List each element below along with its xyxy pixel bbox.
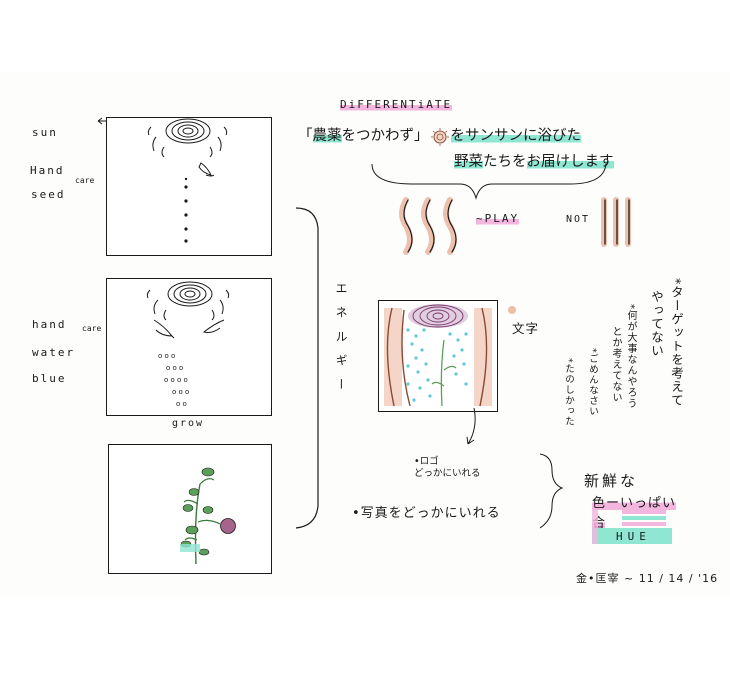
- headline-l1-c: をつかわず: [341, 128, 415, 144]
- note-target-2: やってない: [649, 290, 664, 358]
- fresh-line2-text: 色ーいっぱい: [592, 496, 677, 511]
- headline-l1-a: 「: [298, 128, 313, 144]
- logo-arrow: [466, 407, 476, 445]
- moji-label: 文字: [512, 321, 540, 336]
- straight-lines: [601, 197, 631, 247]
- svg-text:o o o: o o o: [166, 364, 183, 372]
- headline-l1-e: をサンサンに浴びた: [450, 128, 581, 144]
- note-important-2: とか考えてない: [610, 326, 621, 403]
- signature: 金•匡宰 ~ 11 / 14 / '16: [576, 572, 719, 585]
- svg-text:o o o o: o o o o: [164, 376, 188, 384]
- label-hand-2: hand: [32, 318, 67, 331]
- logo-sketch-drawing: [384, 304, 492, 407]
- note-fun: *たのしかった: [563, 358, 574, 427]
- headline-l1-d: 」: [414, 128, 429, 144]
- panel3-plant-drawing: [180, 467, 236, 565]
- hue-stripes: [592, 508, 672, 544]
- label-water: water: [32, 346, 76, 359]
- not-label: NOT: [566, 214, 591, 225]
- moji-dot: [508, 306, 516, 314]
- title-differentiate: DiFFERENTiATE: [340, 98, 453, 111]
- headline-l2-b: たちを: [483, 154, 527, 170]
- headline-line2: 野菜たちをお届けします: [454, 150, 614, 171]
- svg-text:o o o: o o o: [158, 352, 175, 360]
- headline-l2-a: 野菜: [454, 154, 483, 170]
- energy-bracket: [295, 207, 319, 529]
- label-blue: blue: [32, 372, 67, 385]
- wavy-lines: [399, 197, 457, 255]
- note-target-1: *ターゲットを考えて: [669, 278, 684, 407]
- note-sorry: *ごめんなさい: [587, 348, 598, 417]
- label-grow: grow: [172, 418, 205, 429]
- label-care: care: [75, 176, 95, 185]
- headline-brace: [371, 163, 607, 200]
- label-sun: sun: [32, 126, 58, 139]
- headline-l2-c: お届けします: [526, 154, 614, 170]
- label-care-2: care: [82, 324, 102, 333]
- sketch-page: sun Hand care seed hand care water blue: [0, 72, 730, 597]
- photo-note: •写真をどっかにいれる: [352, 506, 501, 521]
- label-seed: seed: [31, 188, 66, 201]
- logo-note: •ロゴ どっかにいれる: [414, 456, 481, 479]
- svg-text:o o o: o o o: [172, 388, 189, 396]
- headline-line1: 「農薬をつかわず」 をサンサンに浴びた: [298, 124, 581, 146]
- svg-text:o o: o o: [176, 400, 187, 408]
- panel1-drawing: [147, 118, 228, 243]
- panel2-drawing: o o o o o o o o o o o o o o o: [146, 281, 230, 408]
- hue-label: HUE: [616, 530, 651, 543]
- arrow-to-panel1: [97, 117, 106, 125]
- fresh-line1: 新鮮な: [584, 472, 639, 490]
- energy-vertical-text: エネルギー: [334, 282, 348, 402]
- panel-hand-water: [106, 278, 272, 416]
- label-hand: Hand: [30, 164, 65, 177]
- fresh-line2: 色ーいっぱい: [592, 492, 677, 511]
- note-important-1: *何が大事なんやろう: [625, 304, 636, 409]
- headline-l1-b: 農薬: [312, 128, 342, 144]
- play-label: ~PLAY: [476, 212, 520, 225]
- sun-icon: [429, 128, 451, 146]
- notes-brace: [539, 453, 564, 529]
